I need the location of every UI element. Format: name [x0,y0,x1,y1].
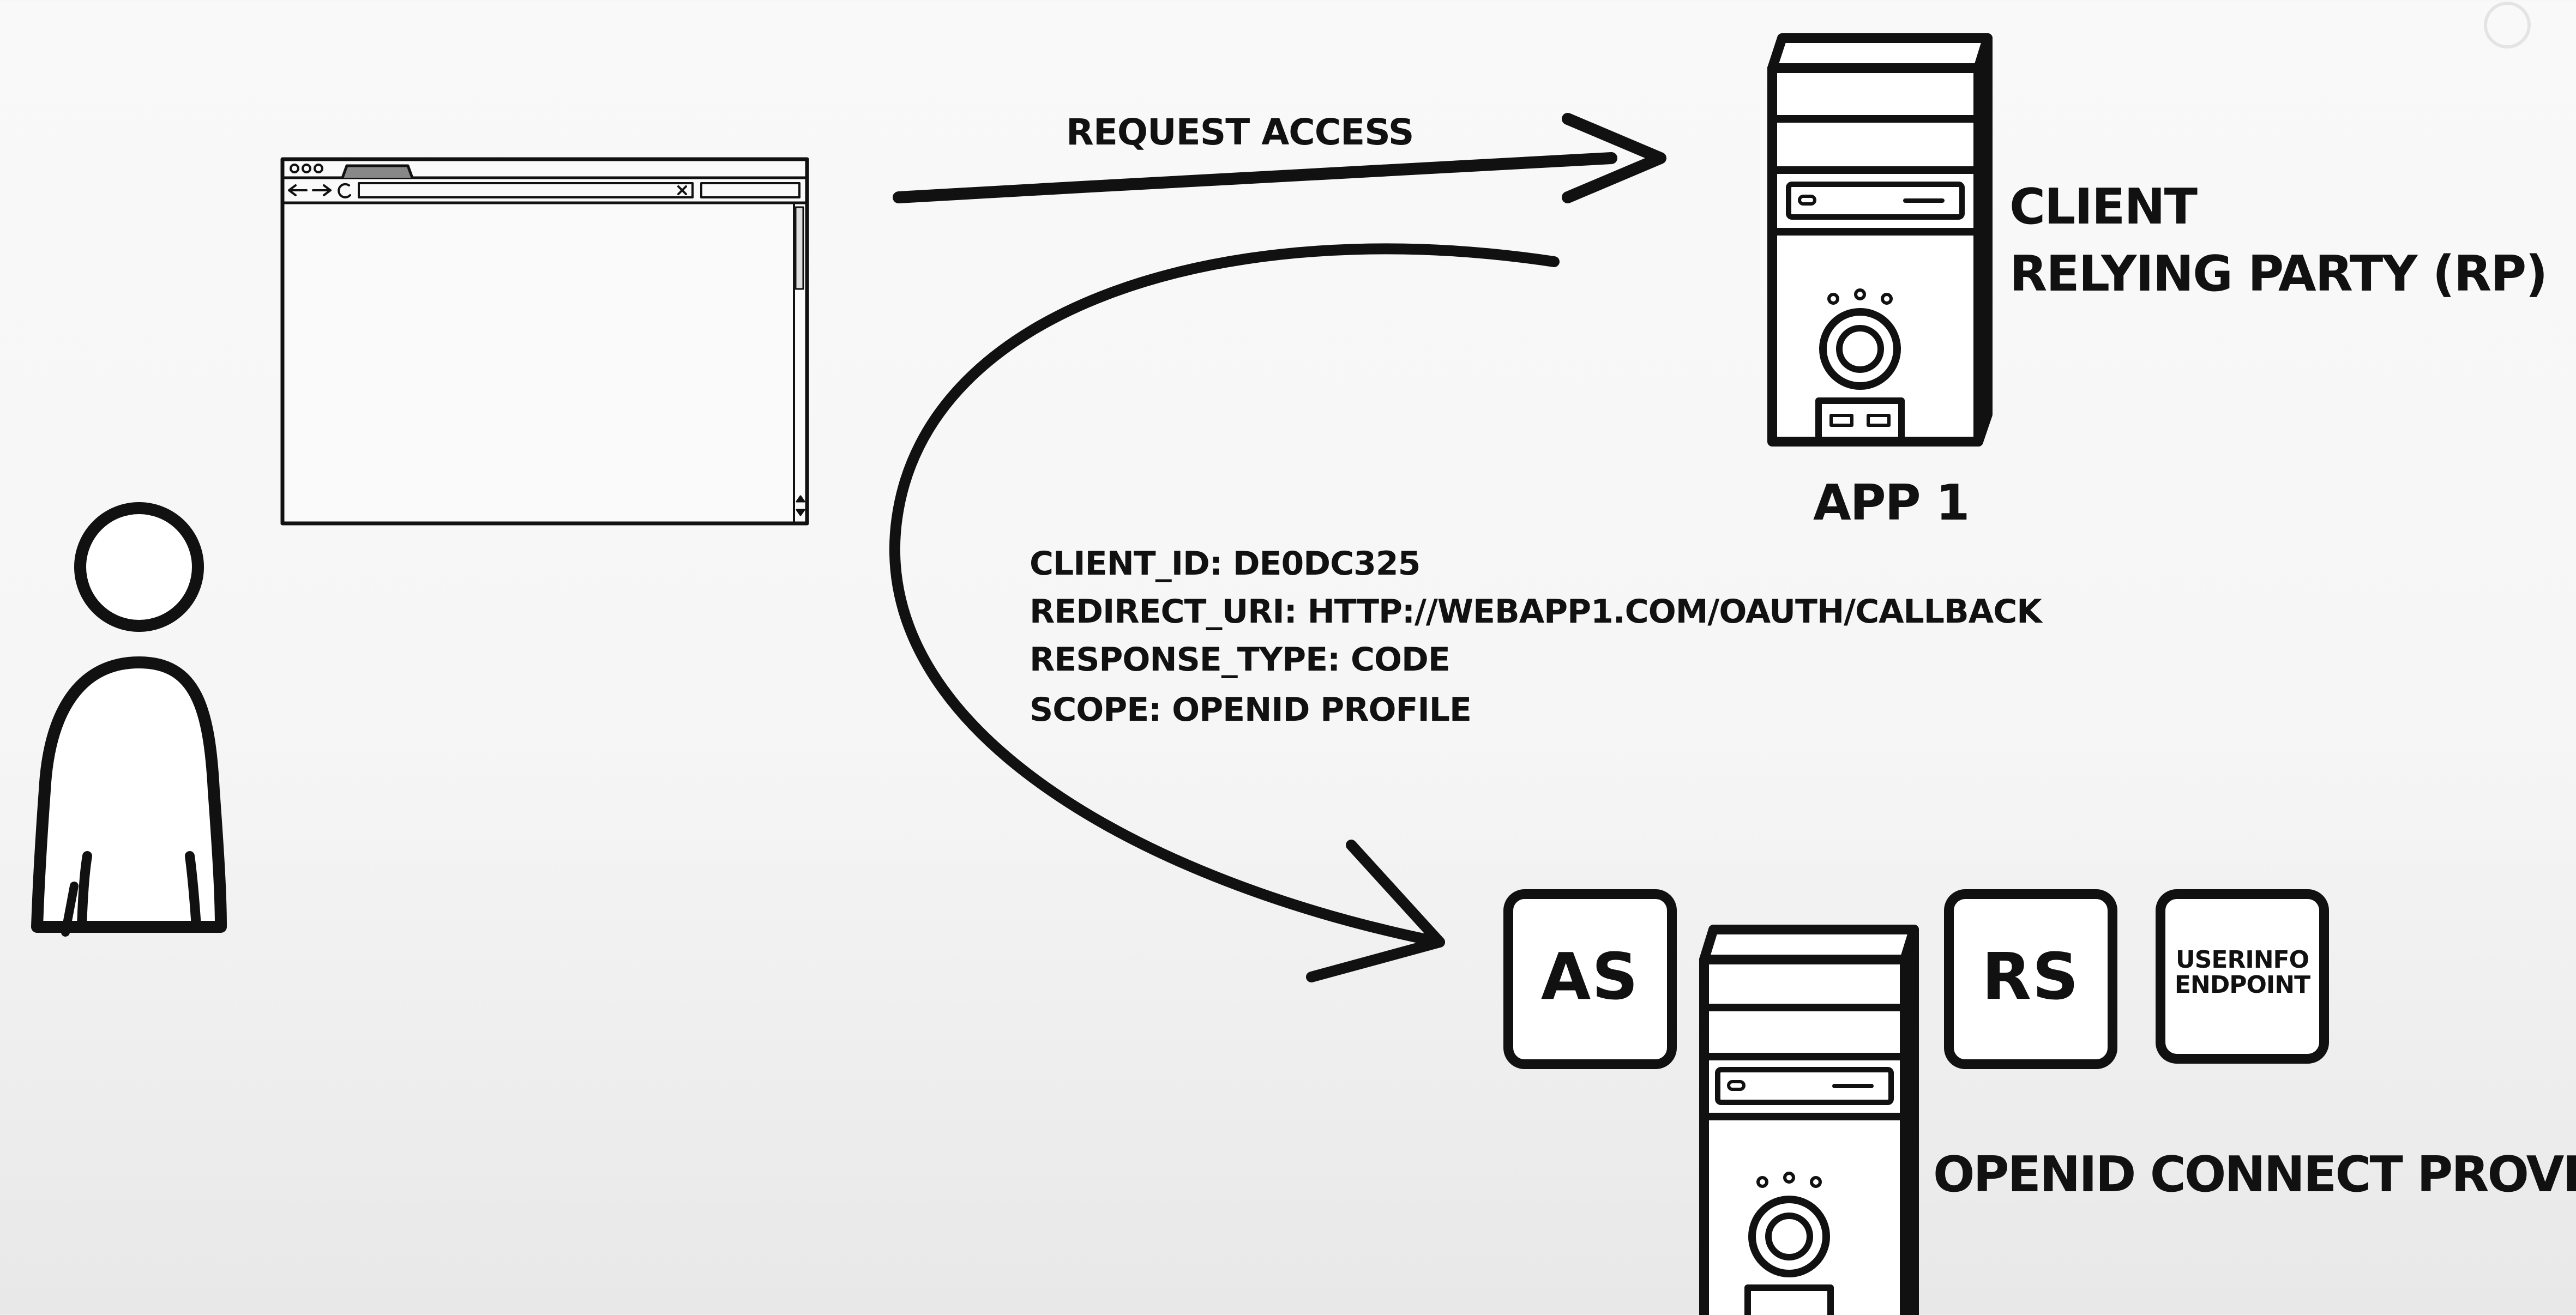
power-button-inner [1836,325,1884,373]
client-server-tower [1767,33,1993,447]
provider-power-button [1748,1196,1830,1277]
address-bar [358,182,694,198]
rs-label: RS [1982,939,2080,1014]
redirect-arrow [889,243,1560,982]
power-button-outer [1819,308,1901,390]
client-title: CLIENT [2009,178,2198,236]
userinfo-line2: ENDPOINT [2174,971,2310,999]
app-name-label: APP 1 [1813,474,1970,532]
request-params: CLIENT_ID: DE0DC325 REDIRECT_URI: HTTP:/… [1030,547,2042,726]
back-arrow-icon [288,184,308,196]
corner-mark [2484,2,2531,49]
userinfo-box [2156,889,2329,1064]
request-access-label: REQUEST ACCESS [1066,111,1414,153]
user-head [74,502,204,632]
client-subtitle: RELYING PARTY (RP) [2009,245,2548,303]
close-icon [677,185,687,195]
reload-icon [338,183,351,198]
userinfo-label: USERINFO ENDPOINT [2160,946,2324,999]
as-box [1503,889,1677,1069]
scrollbar-thumb [795,206,804,290]
request-access-arrow [893,113,1666,203]
provider-server-tower [1699,925,1919,1315]
drive-bay [1786,182,1965,220]
param-client-id: CLIENT_ID: DE0DC325 [1030,545,1421,583]
param-scope: SCOPE: OPENID PROFILE [1030,691,1472,729]
userinfo-line1: USERINFO [2175,946,2309,974]
rs-box [1944,889,2117,1069]
search-box [700,182,801,198]
browser-window [280,157,809,526]
param-response-type: RESPONSE_TYPE: CODE [1030,641,1450,679]
user-figure [31,502,227,937]
forward-arrow-icon [312,184,332,196]
provider-label: OPENID CONNECT PROVIDER [1933,1146,2576,1203]
provider-drive-bay [1715,1067,1894,1105]
param-redirect-uri: REDIRECT_URI: HTTP://WEBAPP1.COM/OAUTH/C… [1030,593,2042,631]
as-label: AS [1540,939,1640,1014]
